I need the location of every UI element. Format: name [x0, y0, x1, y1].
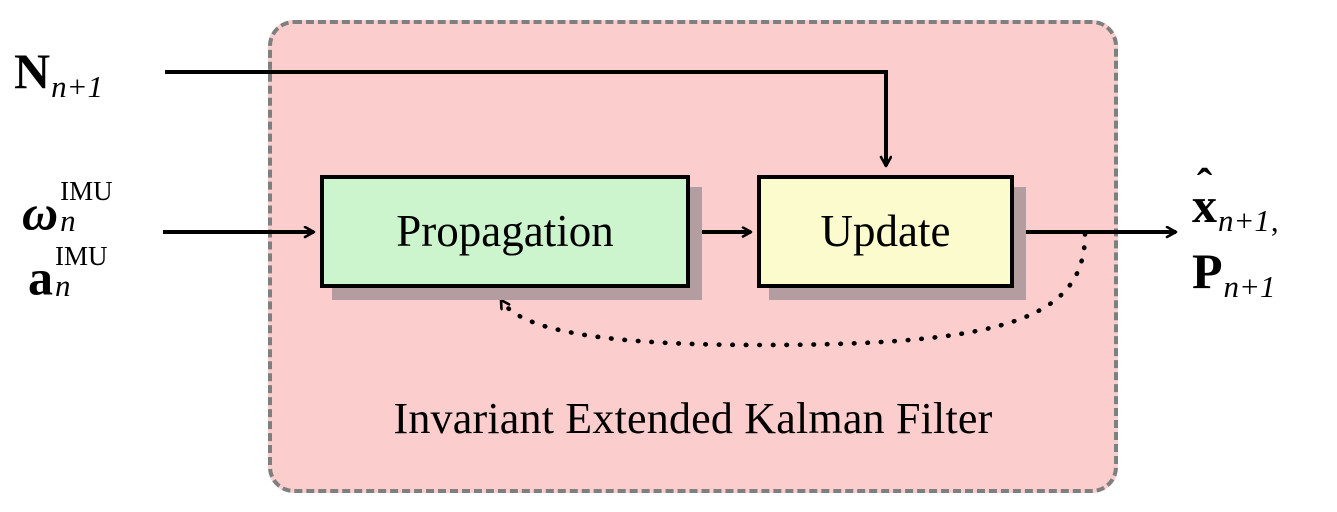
output-state-trailing-comma: ,: [1270, 203, 1279, 239]
update-block[interactable]: Update: [757, 175, 1014, 288]
input-label-N: Nn+1: [14, 46, 103, 102]
output-label-state: ˆ x n+1,: [1192, 161, 1279, 239]
input-omega-symbol: ω: [22, 184, 59, 241]
input-omega-scripts: IMU n: [60, 176, 113, 238]
panel-caption: Invariant Extended Kalman Filter: [268, 392, 1118, 446]
input-omega-subscript: n: [60, 203, 76, 238]
input-N-symbol: N: [14, 43, 51, 99]
output-state-subscript: n+1: [1218, 203, 1270, 239]
input-accel-scripts: IMU n: [55, 241, 108, 303]
output-covariance-symbol: P: [1192, 243, 1223, 299]
output-state-symbol: x: [1192, 177, 1217, 233]
output-covariance-subscript: n+1: [1223, 269, 1276, 305]
hat-accent-icon: ˆ: [1196, 158, 1213, 210]
input-N-subscript: n+1: [51, 69, 104, 105]
input-label-omega: ω IMU n: [22, 176, 113, 241]
output-label-covariance: Pn+1: [1192, 246, 1275, 302]
input-accel-superscript: IMU: [55, 241, 108, 271]
input-accel-symbol: a: [28, 249, 53, 306]
line-N-to-update: [165, 70, 886, 166]
update-block-label: Update: [820, 206, 951, 256]
line-update-feedback: [498, 231, 1088, 348]
input-accel-subscript: n: [55, 268, 71, 303]
state-symbol-with-hat: ˆ x: [1192, 161, 1217, 233]
input-label-accel: a IMU n: [28, 241, 108, 306]
propagation-block-label: Propagation: [396, 206, 614, 256]
propagation-block[interactable]: Propagation: [320, 175, 690, 288]
panel-caption-text: Invariant Extended Kalman Filter: [393, 394, 993, 443]
input-omega-superscript: IMU: [60, 176, 113, 206]
